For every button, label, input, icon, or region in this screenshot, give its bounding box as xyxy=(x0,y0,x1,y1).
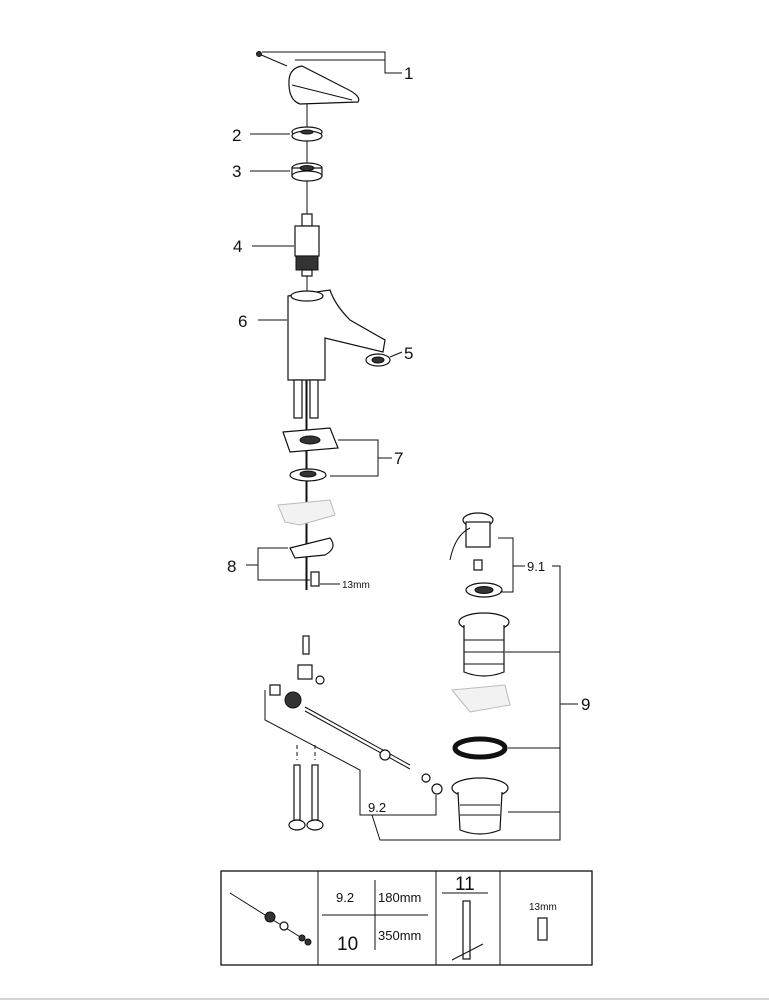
table-row2-length: 350mm xyxy=(378,928,421,943)
callout-4: 4 xyxy=(233,237,242,256)
part-4-cartridge: 4 xyxy=(233,213,320,277)
socket-nut-illustration xyxy=(537,917,548,941)
callout-9-1: 9.1 xyxy=(527,559,545,574)
callout-2: 2 xyxy=(232,126,241,145)
callout-9-2: 9.2 xyxy=(368,800,386,815)
callout-7: 7 xyxy=(394,449,403,468)
table-row1-length: 180mm xyxy=(378,890,421,905)
callout-6: 6 xyxy=(238,312,247,331)
callout-9: 9 xyxy=(581,695,590,714)
part-8-mounting: 8 13mm xyxy=(227,499,370,591)
table-row2-part: 10 xyxy=(337,934,358,955)
spare-parts-table: 9.2 180mm 10 350mm 11 13mm xyxy=(220,870,593,966)
callout-5: 5 xyxy=(404,344,413,363)
callout-8: 8 xyxy=(227,557,236,576)
part-7-gaskets: 7 xyxy=(282,427,403,482)
part-5-aerator: 5 xyxy=(365,344,413,367)
linkage-rod-illustration xyxy=(229,892,312,946)
callout-8-size: 13mm xyxy=(342,580,370,591)
page-bottom-border xyxy=(0,998,769,1000)
part-9-drain: 9.1 9 xyxy=(371,512,590,841)
table-row1-part: 9.2 xyxy=(336,890,354,905)
table-wrench-size: 13mm xyxy=(529,902,557,913)
part-9-2-linkage: 9.2 xyxy=(264,635,443,831)
tool-key-illustration xyxy=(451,900,484,961)
part-2-ring: 2 xyxy=(232,126,323,145)
callout-1: 1 xyxy=(404,64,413,83)
table-tool-part: 11 xyxy=(455,874,475,895)
part-1-handle: 1 xyxy=(256,51,413,105)
part-6-body: 6 xyxy=(238,289,386,590)
callout-3: 3 xyxy=(232,162,241,181)
part-3-nut: 3 xyxy=(232,162,323,182)
